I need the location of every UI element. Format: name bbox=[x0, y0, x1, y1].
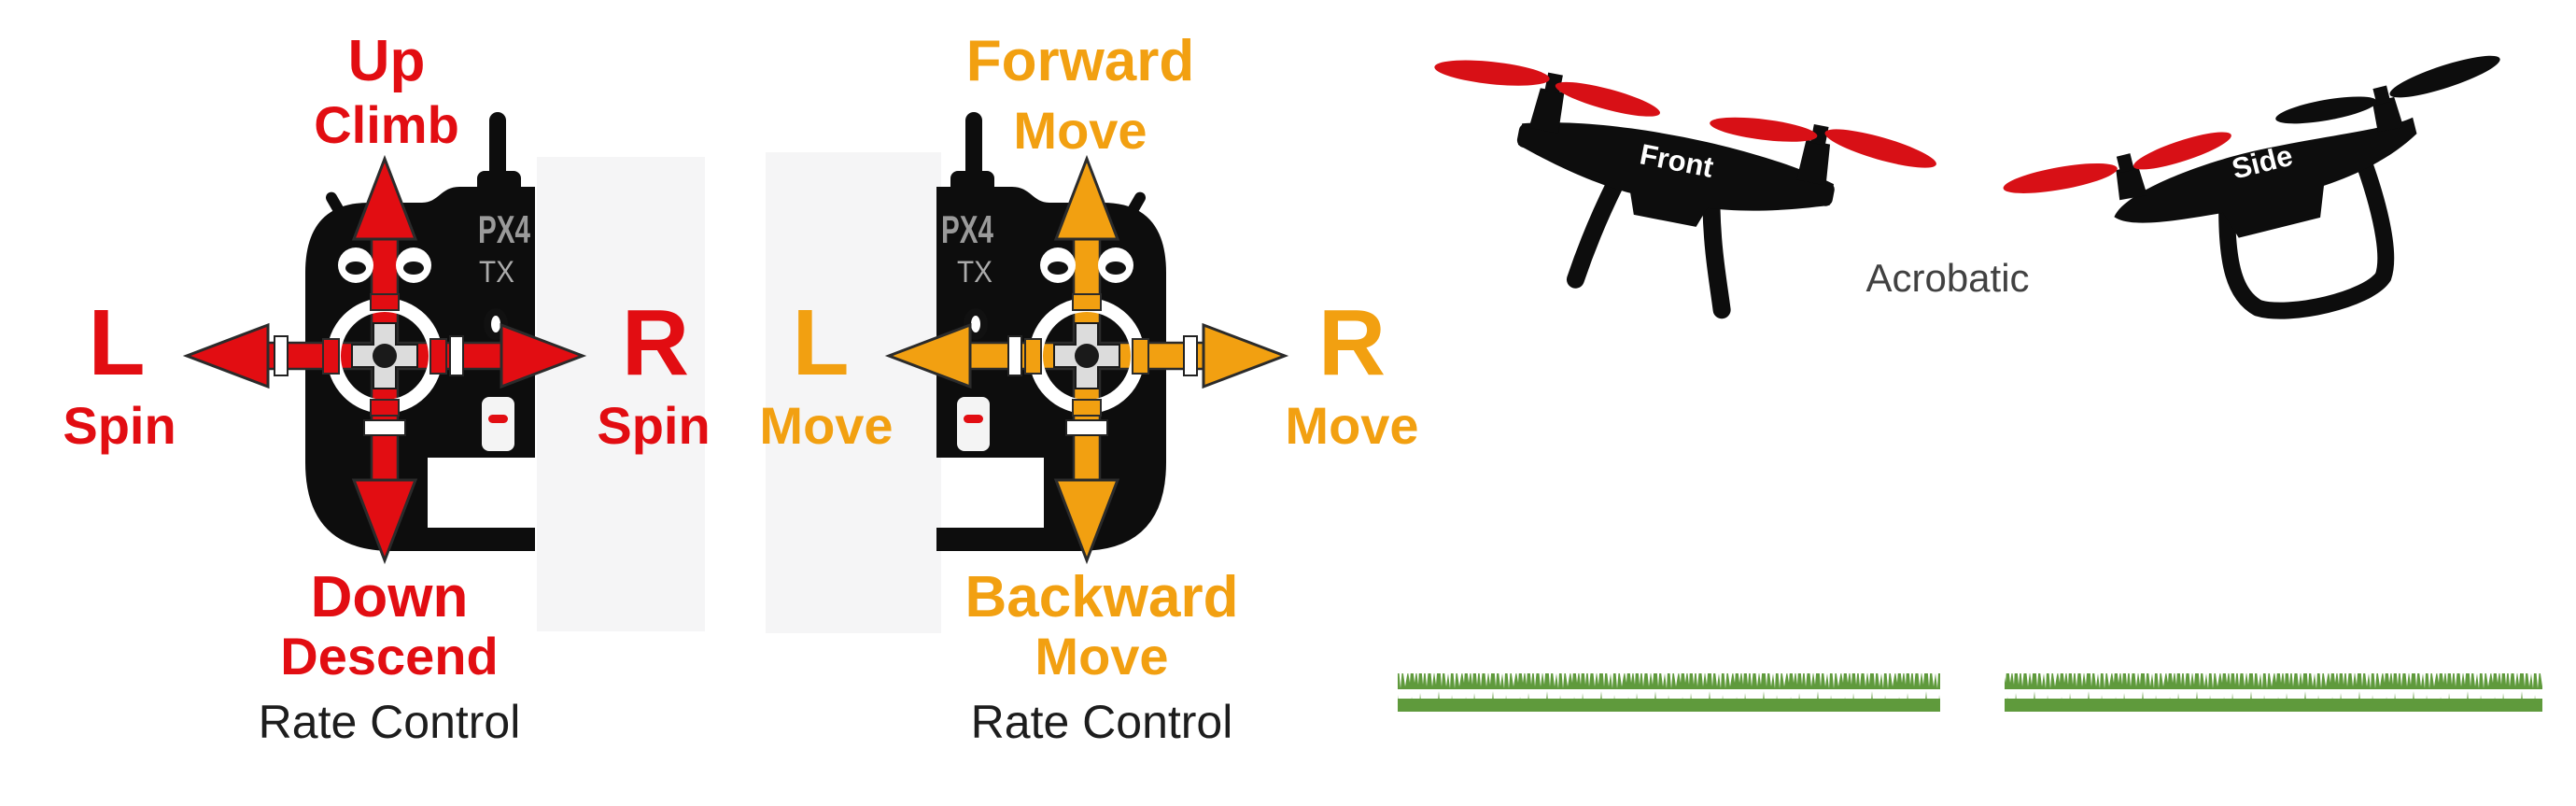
grass-right bbox=[2005, 673, 2542, 712]
label-climb: Climb bbox=[314, 95, 459, 154]
move-transmitter: PX4 TX bbox=[887, 112, 1287, 562]
brand-sub-label: TX bbox=[957, 255, 992, 289]
propeller-icon bbox=[1555, 81, 1661, 117]
label-right-r: R bbox=[1317, 290, 1387, 395]
label-move-right: Move bbox=[1285, 396, 1419, 455]
propeller-icon bbox=[2133, 132, 2231, 170]
propeller-icon bbox=[1710, 117, 1818, 142]
label-up: Up bbox=[347, 29, 426, 93]
drone-leg bbox=[1566, 175, 1625, 289]
side-view-drone: Side bbox=[2003, 55, 2500, 319]
label-left-spin: Spin bbox=[63, 396, 176, 455]
propeller-icon bbox=[2003, 163, 2118, 193]
image-bg-left bbox=[537, 157, 705, 631]
label-left-l: L bbox=[792, 290, 850, 395]
landing-skid bbox=[2218, 141, 2395, 319]
propeller-icon bbox=[2389, 55, 2500, 98]
label-left-l: L bbox=[88, 290, 146, 395]
label-right-r: R bbox=[621, 290, 690, 395]
front-view-drone: Front bbox=[1434, 60, 1936, 319]
propeller-icon bbox=[1434, 60, 1550, 86]
propeller-icon bbox=[2275, 96, 2377, 124]
brand-label: PX4 bbox=[941, 207, 993, 251]
caption-rate-control-middle: Rate Control bbox=[970, 696, 1233, 748]
drone-body bbox=[1517, 122, 1835, 227]
label-right-spin: Spin bbox=[597, 396, 711, 455]
image-bg-middle bbox=[766, 152, 941, 633]
label-acrobatic: Acrobatic bbox=[1865, 256, 2030, 300]
drone-leg bbox=[1702, 198, 1731, 319]
brand-label: PX4 bbox=[478, 207, 530, 251]
rate-transmitter: PX4 TX bbox=[185, 112, 584, 562]
brand-sub-label: TX bbox=[479, 255, 514, 289]
label-backward: Backward bbox=[964, 565, 1239, 629]
label-descend: Descend bbox=[280, 627, 499, 686]
grass-left bbox=[1398, 673, 1940, 712]
label-move-top: Move bbox=[1013, 101, 1147, 160]
caption-rate-control-left: Rate Control bbox=[258, 696, 521, 748]
label-move-bottom: Move bbox=[1035, 627, 1169, 686]
propeller-icon bbox=[1824, 129, 1936, 168]
drone-body bbox=[2114, 117, 2417, 238]
label-move-left: Move bbox=[759, 396, 894, 455]
label-forward: Forward bbox=[965, 29, 1195, 93]
label-down: Down bbox=[310, 565, 469, 629]
